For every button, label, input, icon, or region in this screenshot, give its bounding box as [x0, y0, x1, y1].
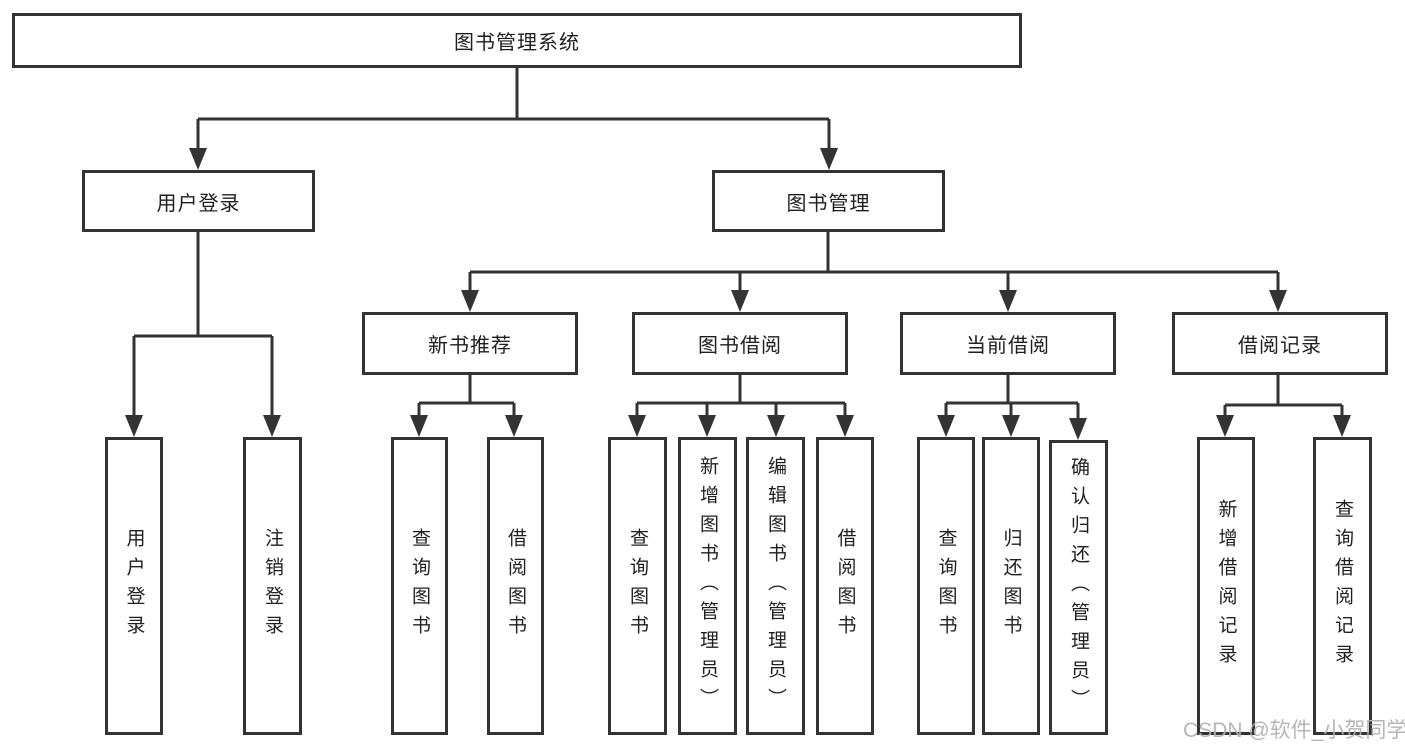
node-query-borrow-record-label: 查询借阅记录 — [1332, 499, 1353, 673]
node-user-login-leaf-label: 用户登录 — [123, 528, 145, 644]
node-add-borrow-record-label: 新增借阅记录 — [1215, 499, 1237, 673]
node-borrow-books-recommend-label: 借阅图书 — [505, 528, 526, 644]
node-borrowing-records: 借阅记录 — [1172, 312, 1388, 375]
node-user-login-label: 用户登录 — [156, 192, 241, 215]
node-book-management: 图书管理 — [712, 170, 945, 232]
node-add-books-admin: 新增图书（管理员） — [678, 437, 737, 735]
node-borrow-books-recommend: 借阅图书 — [487, 437, 544, 735]
arrowheads — [125, 148, 1351, 440]
node-new-book-recommend-label: 新书推荐 — [428, 335, 512, 357]
node-borrowing-records-label: 借阅记录 — [1238, 335, 1322, 357]
node-current-borrowing: 当前借阅 — [900, 312, 1116, 375]
node-logout-leaf: 注销登录 — [243, 437, 302, 735]
node-confirm-return-admin: 确认归还（管理员） — [1049, 440, 1108, 735]
node-query-books-recommend-label: 查询图书 — [409, 528, 430, 644]
node-root-system: 图书管理系统 — [12, 13, 1022, 68]
node-query-books-borrowing: 查询图书 — [608, 437, 667, 735]
node-query-books-current-label: 查询图书 — [935, 528, 957, 644]
node-query-borrow-record: 查询借阅记录 — [1313, 437, 1372, 735]
node-return-books: 归还图书 — [982, 437, 1040, 735]
node-user-login: 用户登录 — [82, 170, 315, 232]
node-new-book-recommend: 新书推荐 — [362, 312, 578, 375]
node-query-books-borrowing-label: 查询图书 — [627, 528, 648, 644]
node-book-borrowing: 图书借阅 — [632, 312, 848, 375]
csdn-watermark: CSDN @软件_小贺同学 — [1183, 719, 1405, 742]
node-confirm-return-admin-label: 确认归还（管理员） — [1068, 457, 1089, 718]
node-user-login-leaf: 用户登录 — [105, 437, 163, 735]
node-query-books-current: 查询图书 — [917, 437, 975, 735]
node-edit-books-admin-label: 编辑图书（管理员） — [765, 455, 786, 717]
node-current-borrowing-label: 当前借阅 — [966, 335, 1050, 357]
node-borrow-books-borrowing: 借阅图书 — [816, 437, 874, 735]
node-add-books-admin-label: 新增图书（管理员） — [697, 455, 718, 717]
node-book-borrowing-label: 图书借阅 — [698, 335, 782, 357]
node-book-management-label: 图书管理 — [786, 192, 871, 215]
node-add-borrow-record: 新增借阅记录 — [1197, 437, 1255, 735]
node-query-books-recommend: 查询图书 — [391, 437, 448, 735]
node-logout-leaf-label: 注销登录 — [262, 528, 283, 644]
node-root-label: 图书管理系统 — [454, 32, 580, 54]
node-return-books-label: 归还图书 — [1000, 528, 1022, 644]
node-borrow-books-borrowing-label: 借阅图书 — [834, 528, 856, 644]
node-edit-books-admin: 编辑图书（管理员） — [746, 437, 805, 735]
